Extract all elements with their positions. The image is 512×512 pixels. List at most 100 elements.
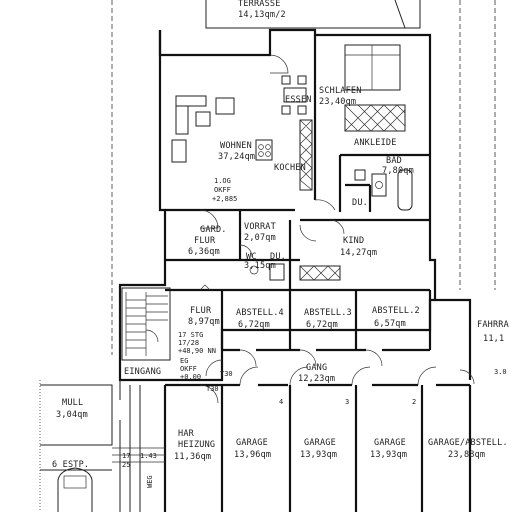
label-garage-1: GARAGE xyxy=(236,438,268,448)
stove-icon xyxy=(265,144,271,150)
area-wc: 3,15qm xyxy=(244,261,276,271)
exterior-wall xyxy=(118,30,472,382)
dimension-3: 25 xyxy=(122,461,130,469)
car-window-icon xyxy=(63,475,87,489)
wall xyxy=(163,383,222,512)
muell-room xyxy=(40,384,113,446)
label-garage-2: GARAGE xyxy=(304,438,336,448)
label-schlafen: SCHLAFEN xyxy=(319,86,362,96)
area-vorrat: 2,07qm xyxy=(244,233,276,243)
label-vorrat: VORRAT xyxy=(244,222,276,232)
eg-level-1: EG xyxy=(180,357,188,365)
armchair-icon xyxy=(215,97,235,115)
arrow-up-icon xyxy=(199,284,211,291)
stairs-ratio: 17/28 xyxy=(178,339,199,347)
label-gang: GANG xyxy=(306,363,327,373)
door-swing xyxy=(351,366,371,386)
bathtub-icon xyxy=(397,169,413,211)
toilet-icon xyxy=(354,169,366,181)
dimension-1: 1.43 xyxy=(140,452,157,460)
area-garage-4: 23,88qm xyxy=(448,450,485,460)
label-t30-b: T30 xyxy=(206,385,219,393)
terrace-outline xyxy=(205,0,421,29)
area-garage-1: 13,96qm xyxy=(234,450,271,460)
label-wc: WC xyxy=(246,252,257,262)
area-abstell2: 6,57qm xyxy=(374,319,406,329)
door-swing xyxy=(417,366,437,386)
label-flur: FLUR xyxy=(190,306,212,316)
stove-icon xyxy=(265,151,271,157)
garage-number-3: 3 xyxy=(345,398,349,406)
area-gard-flur: 6,36qm xyxy=(188,247,220,257)
stairs-level: +48,90 NN xyxy=(178,347,216,355)
garage-number-2: 2 xyxy=(412,398,416,406)
stove-icon xyxy=(258,144,264,150)
stair-turn xyxy=(145,329,159,343)
area-har-heizung: 11,36qm xyxy=(174,452,211,462)
kitchen-counter-icon xyxy=(299,119,313,191)
door-swing xyxy=(239,366,259,386)
staircase xyxy=(121,287,171,361)
car-icon xyxy=(57,467,93,512)
stove-icon xyxy=(258,151,264,157)
og-level-1: 1.OG xyxy=(214,177,231,185)
label-eingang: EINGANG xyxy=(124,367,161,377)
label-kochen: KOCHEN xyxy=(274,163,306,173)
wall xyxy=(220,385,472,512)
area-muell: 3,04qm xyxy=(56,410,88,420)
label-terrasse: TERRASSE xyxy=(238,0,281,9)
area-flur: 8,97qm xyxy=(188,317,220,327)
area-garage-3: 13,93qm xyxy=(370,450,407,460)
og-level-3: +2,885 xyxy=(212,195,237,203)
label-du-wc: DU. xyxy=(270,252,286,262)
stair-treads xyxy=(125,292,168,356)
area-garage-2: 13,93qm xyxy=(300,450,337,460)
stairs-count: 17 STG xyxy=(178,331,203,339)
area-wohnen: 37,24qm xyxy=(218,152,255,162)
terrace-diagonal xyxy=(394,0,406,29)
door-swing xyxy=(365,349,383,367)
door-swing xyxy=(239,244,253,258)
area-abstell3: 6,72qm xyxy=(306,320,338,330)
toilet-icon xyxy=(249,265,259,275)
door-swing xyxy=(199,384,219,404)
dimension-line xyxy=(112,447,165,463)
shower-icon xyxy=(269,263,285,281)
area-fahrrad: 11,1 xyxy=(483,334,504,344)
kitchen-hatch xyxy=(299,119,313,191)
label-garage-4: GARAGE/ABSTELL. xyxy=(428,438,508,448)
door-swing xyxy=(459,369,475,385)
washbasin-icon xyxy=(371,173,387,197)
og-level-2: OKFF xyxy=(214,186,231,194)
area-kind: 14,27qm xyxy=(340,248,377,258)
eg-level-2: OKFF xyxy=(180,365,197,373)
area-gang: 12,23qm xyxy=(298,374,335,384)
wardrobe-hatch xyxy=(344,104,406,132)
label-abstell4: ABSTELL.4 xyxy=(236,308,284,318)
label-fahrrad: FAHRRA xyxy=(477,320,509,330)
area-schlafen: 23,40qm xyxy=(319,97,356,107)
dimension-2: 17 xyxy=(122,452,130,460)
label-t30-a: T30 xyxy=(220,370,233,378)
door-swing xyxy=(239,349,257,367)
label-ankleide: ANKLEIDE xyxy=(354,138,397,148)
eg-level-3: +0,00 xyxy=(180,373,201,381)
chair-icon xyxy=(297,75,307,85)
dining-table-icon xyxy=(283,87,307,103)
child-wardrobe-hatch xyxy=(299,265,341,281)
label-har: HAR xyxy=(178,429,195,439)
bed-icon xyxy=(344,44,401,91)
path-lines xyxy=(129,385,141,512)
kitchen-island-icon xyxy=(255,139,273,161)
coffee-table-icon xyxy=(195,111,211,127)
door-swing xyxy=(289,366,309,386)
label-estp: 6 ESTP. xyxy=(52,460,89,470)
area-abstell4: 6,72qm xyxy=(238,320,270,330)
cabinet-icon xyxy=(171,139,187,163)
label-c30: 3.0 xyxy=(494,368,507,376)
label-heizung: HEIZUNG xyxy=(178,440,215,450)
label-essen: ESSEN xyxy=(285,95,312,105)
door-swing xyxy=(269,54,289,74)
label-abstell3: ABSTELL.3 xyxy=(304,308,352,318)
